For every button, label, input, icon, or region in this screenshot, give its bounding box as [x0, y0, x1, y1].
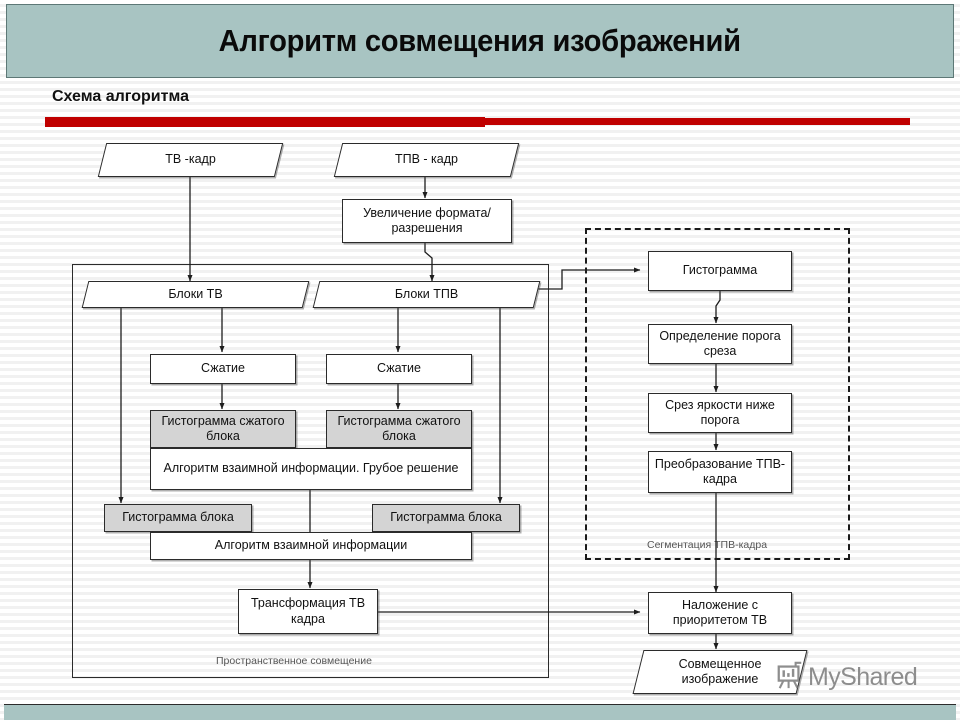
node-label: ТВ -кадр [165, 152, 216, 167]
node-label: Увеличение формата/ разрешения [363, 205, 491, 235]
node-label: Гистограмма сжатого блока [161, 413, 285, 443]
node-mutual-info-rough[interactable]: Алгоритм взаимной информации. Грубое реш… [150, 448, 472, 490]
node-label: Гистограмма блока [390, 510, 502, 525]
node-hist-compressed-right[interactable]: Гистограмма сжатого блока [326, 410, 472, 448]
node-label: Определение порога среза [659, 328, 781, 358]
node-threshold[interactable]: Определение порога среза [648, 324, 792, 364]
node-hist-block-right[interactable]: Гистограмма блока [372, 504, 520, 532]
node-transform-tv[interactable]: Трансформация ТВ кадра [238, 589, 378, 634]
group-spatial-alignment [72, 264, 549, 678]
node-overlay[interactable]: Наложение с приоритетом ТВ [648, 592, 792, 634]
node-hist-compressed-left[interactable]: Гистограмма сжатого блока [150, 410, 296, 448]
node-label: Блоки ТВ [168, 286, 223, 301]
node-hist-block-left[interactable]: Гистограмма блока [104, 504, 252, 532]
subtitle: Схема алгоритма [52, 88, 189, 105]
node-label: Совмещенное изображение [678, 656, 762, 686]
title-banner: Алгоритм совмещения изображений [6, 4, 954, 78]
node-tv-frame[interactable]: ТВ -кадр [97, 143, 284, 177]
accent-bar-secondary [485, 118, 910, 125]
node-label: Наложение с приоритетом ТВ [672, 597, 768, 627]
node-label: Гистограмма блока [122, 510, 234, 525]
node-compress-left[interactable]: Сжатие [150, 354, 296, 384]
node-label: Алгоритм взаимной информации [214, 538, 408, 553]
accent-bar-primary [45, 117, 485, 127]
node-tpv-frame[interactable]: ТПВ - кадр [333, 143, 520, 177]
node-label: Сжатие [200, 361, 245, 376]
node-blocks-tv[interactable]: Блоки ТВ [81, 281, 310, 308]
projector-easel-icon [775, 660, 805, 695]
node-label: ТПВ - кадр [394, 152, 458, 167]
node-result-image[interactable]: Совмещенное изображение [632, 650, 808, 694]
node-compress-right[interactable]: Сжатие [326, 354, 472, 384]
node-label: Преобразование ТПВ-кадра [654, 456, 786, 486]
node-label: Трансформация ТВ кадра [250, 596, 366, 626]
node-label: Блоки ТПВ [394, 286, 459, 301]
page-title: Алгоритм совмещения изображений [218, 23, 742, 58]
node-label: Сжатие [376, 361, 421, 376]
group-segmentation [585, 228, 850, 560]
node-label: Алгоритм взаимной информации. Грубое реш… [163, 461, 459, 476]
watermark: MyShared [775, 660, 918, 695]
node-label: Гистограмма [682, 263, 758, 278]
footer-bar [4, 704, 956, 720]
group-spatial-alignment-caption: Пространственное совмещение [216, 655, 372, 667]
node-upscale[interactable]: Увеличение формата/ разрешения [342, 199, 512, 243]
node-label: Гистограмма сжатого блока [337, 413, 461, 443]
group-segmentation-caption: Сегментация ТПВ-кадра [647, 539, 768, 551]
node-convert-tpv[interactable]: Преобразование ТПВ-кадра [648, 451, 792, 493]
node-histogram[interactable]: Гистограмма [648, 251, 792, 291]
node-cut-below-threshold[interactable]: Срез яркости ниже порога [648, 393, 792, 433]
watermark-text: MyShared [808, 663, 918, 691]
node-blocks-tpv[interactable]: Блоки ТПВ [312, 281, 541, 308]
node-mutual-info[interactable]: Алгоритм взаимной информации [150, 532, 472, 560]
node-label: Срез яркости ниже порога [665, 397, 775, 427]
